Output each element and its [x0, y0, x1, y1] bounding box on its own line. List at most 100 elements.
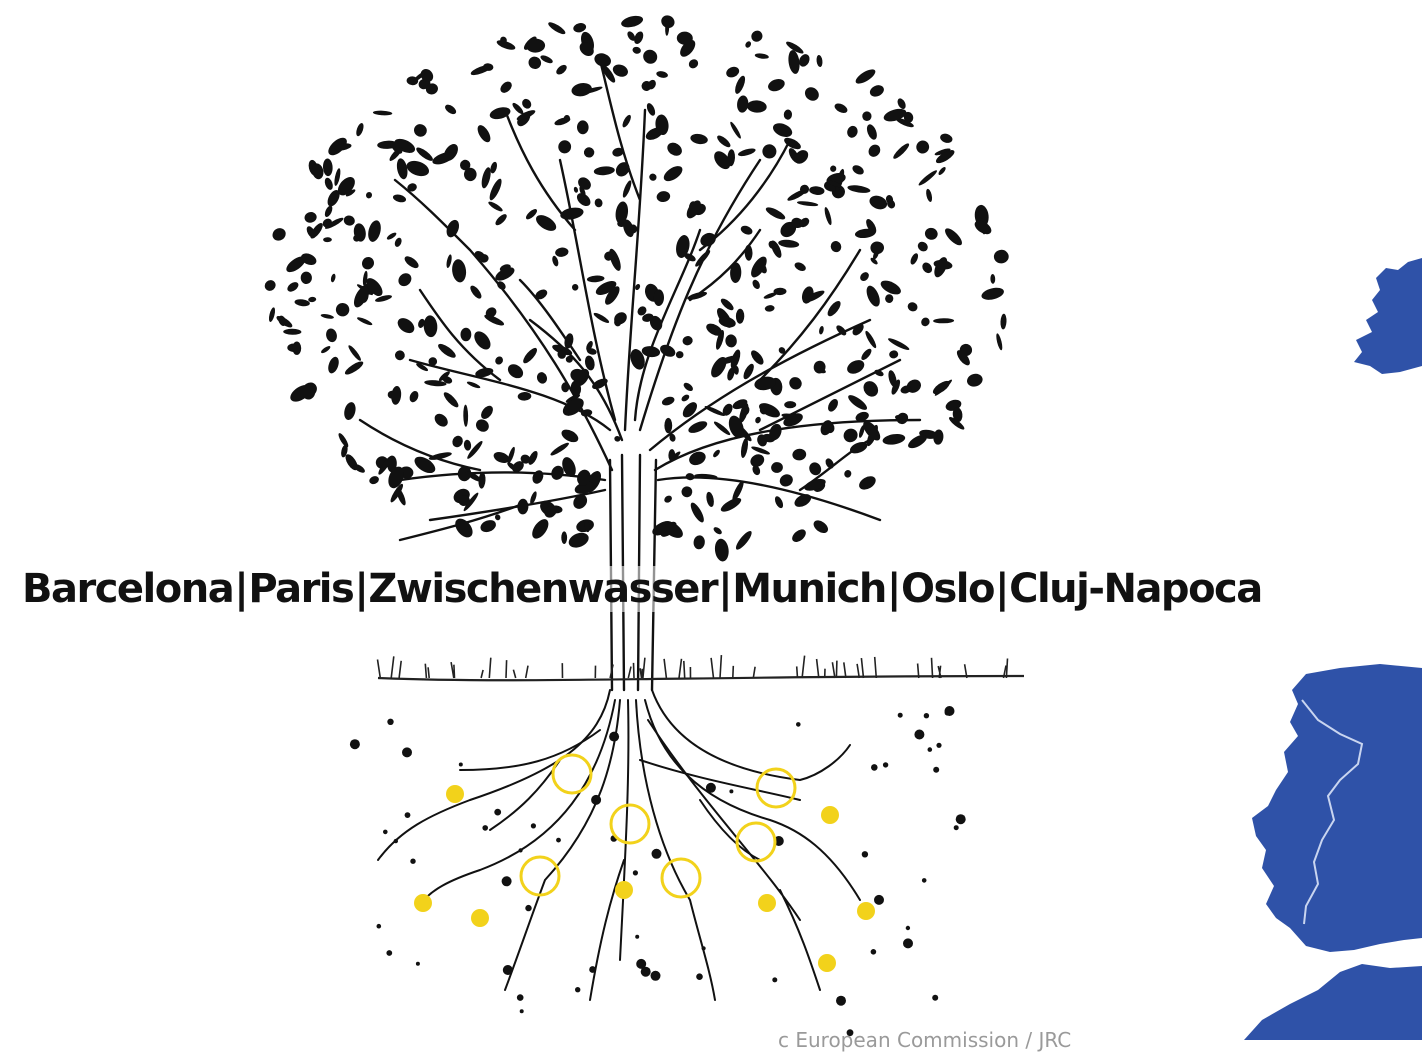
- leaf: [428, 452, 452, 460]
- leaf: [847, 185, 871, 193]
- leaf: [416, 147, 433, 161]
- leaf: [740, 438, 749, 458]
- soil-dot: [871, 764, 878, 771]
- soil-dot: [882, 762, 889, 768]
- leaf: [593, 166, 615, 176]
- soil-dot: [772, 977, 778, 983]
- leaf: [663, 166, 683, 182]
- leaf: [956, 350, 970, 366]
- leaf: [389, 147, 403, 161]
- leaf: [571, 284, 579, 291]
- leaf: [655, 114, 669, 136]
- soil-dot: [502, 965, 513, 975]
- leaf: [730, 262, 742, 283]
- leaf: [338, 433, 349, 448]
- leaf: [765, 207, 786, 220]
- leaf: [573, 494, 588, 509]
- leaf: [695, 250, 711, 267]
- leaf: [809, 186, 825, 195]
- leaf: [409, 391, 419, 403]
- leaf: [885, 294, 894, 303]
- tree-foliage: [264, 15, 1009, 562]
- leaf: [897, 98, 906, 109]
- leaf: [732, 480, 744, 502]
- image-credit: c European Commission / JRC: [778, 1028, 1072, 1052]
- leaf: [996, 333, 1003, 351]
- leaf: [932, 380, 950, 395]
- leaf: [664, 417, 673, 434]
- leaf: [622, 114, 631, 128]
- leaf: [852, 165, 864, 175]
- leaf: [570, 368, 586, 383]
- leaf: [665, 19, 670, 36]
- leaf: [730, 349, 741, 369]
- soil-dot: [402, 747, 412, 758]
- leaf: [268, 307, 276, 323]
- leaf: [784, 137, 801, 150]
- leaf: [556, 64, 567, 75]
- leaf: [874, 369, 884, 377]
- leaf: [949, 417, 965, 430]
- leaf: [615, 162, 630, 177]
- leaf: [463, 439, 472, 451]
- leaf: [635, 283, 641, 291]
- mycorrhiza-dot: [414, 894, 432, 912]
- leaf: [728, 415, 744, 439]
- soil-dot: [383, 829, 388, 835]
- leaf: [558, 140, 572, 154]
- leaf: [792, 448, 807, 461]
- city-separator: |: [354, 566, 369, 612]
- leaf: [661, 396, 675, 406]
- leaf: [794, 150, 809, 164]
- leaf: [463, 404, 469, 427]
- leaf: [933, 260, 953, 270]
- leaf: [341, 444, 348, 458]
- leaf: [768, 78, 785, 92]
- leaf: [813, 520, 829, 534]
- leaf: [446, 254, 452, 268]
- mycorrhiza-ring: [660, 857, 702, 899]
- leaf: [414, 124, 427, 137]
- leaf: [563, 115, 571, 122]
- leaf: [934, 148, 951, 156]
- leaf: [474, 331, 491, 350]
- leaf: [490, 161, 498, 174]
- leaf: [726, 66, 740, 78]
- leaf: [377, 140, 399, 149]
- leaf: [324, 205, 333, 217]
- leaf: [573, 23, 587, 33]
- leaf: [532, 470, 544, 484]
- leaf: [594, 198, 603, 208]
- soil-dot: [591, 794, 602, 805]
- leaf: [344, 402, 356, 421]
- soil-dot: [589, 966, 596, 973]
- leaf: [664, 495, 672, 503]
- leaf: [858, 424, 865, 438]
- leaf: [366, 278, 383, 297]
- mycorrhiza-dot: [758, 894, 776, 912]
- leaf: [455, 518, 473, 538]
- leaf: [327, 190, 340, 207]
- leaf: [459, 159, 471, 171]
- leaf: [368, 220, 381, 242]
- leaf: [369, 476, 379, 485]
- soil-dot: [651, 848, 662, 859]
- leaf: [391, 386, 402, 405]
- leaf: [457, 466, 472, 482]
- soil-dot: [525, 904, 532, 912]
- leaf: [883, 108, 907, 122]
- leaf: [978, 210, 987, 219]
- leaf: [343, 215, 355, 226]
- leaf: [993, 249, 1009, 264]
- leaf: [809, 462, 822, 476]
- leaf: [494, 514, 501, 521]
- leaf: [467, 440, 483, 459]
- leaf: [322, 158, 333, 177]
- leaf: [388, 466, 404, 489]
- leaf: [571, 83, 592, 97]
- leaf: [460, 327, 472, 342]
- leaf: [888, 338, 910, 350]
- leaf: [579, 186, 586, 197]
- city-list: Barcelona|Paris|Zwischenwasser|Munich|Os…: [22, 566, 1263, 612]
- leaf: [738, 148, 756, 157]
